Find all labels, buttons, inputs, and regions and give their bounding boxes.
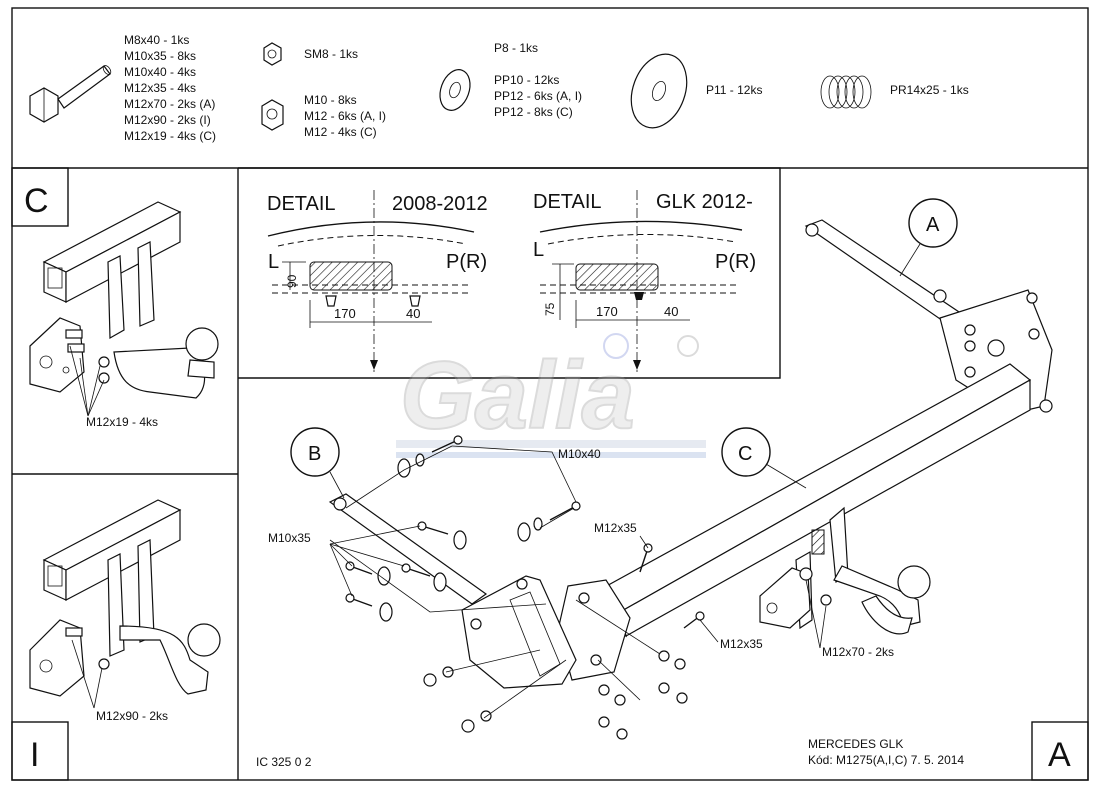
washer-p11-label: P11 - 12ks bbox=[706, 83, 762, 97]
detail-right-title: DETAIL bbox=[533, 191, 602, 213]
nut-list-item: M10 - 8ks bbox=[304, 93, 357, 107]
detail-left-height: 90 bbox=[285, 274, 299, 288]
bolt-list-item: M12x90 - 2ks (I) bbox=[124, 113, 211, 127]
label-m12x70: M12x70 - 2ks bbox=[822, 645, 894, 659]
side-arm-b bbox=[328, 493, 488, 605]
nut-icon bbox=[261, 99, 284, 131]
detail-left-dim-a: 170 bbox=[334, 306, 356, 321]
panel-i-letter: I bbox=[30, 736, 39, 774]
bolt-icon bbox=[29, 65, 112, 123]
panel-c-letter: C bbox=[24, 182, 49, 220]
vehicle-model: MERCEDES GLK bbox=[808, 737, 903, 751]
nut-group bbox=[423, 650, 688, 740]
callout-b bbox=[290, 427, 340, 477]
bolt-list-item: M12x19 - 4ks (C) bbox=[124, 129, 216, 143]
drawing-frame bbox=[11, 7, 1089, 781]
spring-washer-label: PR14x25 - 1ks bbox=[890, 83, 969, 97]
tow-ball-icon bbox=[897, 565, 931, 599]
detail-left: DETAIL 2008-2012 L P(R) 90 170 40 bbox=[267, 190, 488, 372]
detail-box bbox=[238, 167, 781, 379]
bolt-list-item: M10x40 - 4ks bbox=[124, 65, 196, 79]
large-washer-icon bbox=[630, 53, 688, 129]
washer-p8-label: P8 - 1ks bbox=[494, 41, 538, 55]
panel-i-bolt-label: M12x90 - 2ks bbox=[96, 709, 168, 723]
detail-right-dim-a: 170 bbox=[596, 304, 618, 319]
detail-right-height: 75 bbox=[543, 302, 557, 316]
detail-left-dim-b: 40 bbox=[406, 306, 420, 321]
small-nut-icon bbox=[263, 42, 282, 66]
washer-pp-item: PP12 - 8ks (C) bbox=[494, 105, 573, 119]
side-arm-a bbox=[804, 219, 969, 331]
washer-pp-item: PP12 - 6ks (A, I) bbox=[494, 89, 582, 103]
bolt-list-item: M12x70 - 2ks (A) bbox=[124, 97, 215, 111]
washer-pp-item: PP10 - 12ks bbox=[494, 73, 559, 87]
callout-a-label: A bbox=[926, 214, 940, 236]
bolt-list-item: M8x40 - 1ks bbox=[124, 33, 189, 47]
panel-a-letter: A bbox=[1048, 736, 1071, 774]
small-nut-label: SM8 - 1ks bbox=[304, 47, 358, 61]
detail-right-years: GLK 2012- bbox=[656, 191, 753, 213]
panel-a: A bbox=[1031, 721, 1089, 781]
parts-list: M8x40 - 1ks M10x35 - 8ks M10x40 - 4ks M1… bbox=[29, 33, 969, 143]
label-m10x40: M10x40 bbox=[558, 447, 601, 461]
spring-washer-icon bbox=[820, 75, 872, 109]
nut-list-item: M12 - 6ks (A, I) bbox=[304, 109, 386, 123]
panel-c: C M12x19 - 4ks bbox=[11, 167, 219, 429]
kod-label: Kód: M1275(A,I,C) 7. 5. 2014 bbox=[808, 753, 964, 767]
detail-left-years: 2008-2012 bbox=[392, 193, 488, 215]
panel-i: I M12x90 - 2ks bbox=[11, 499, 221, 781]
label-m12x35-bottom: M12x35 bbox=[720, 637, 763, 651]
detail-right-p: P(R) bbox=[715, 251, 756, 273]
label-m10x35: M10x35 bbox=[268, 531, 311, 545]
callout-a bbox=[908, 198, 958, 248]
detail-right: DETAIL GLK 2012- L P(R) 75 170 40 bbox=[533, 190, 756, 372]
galia-logo-text: Galia bbox=[400, 342, 635, 449]
callout-b-label: B bbox=[308, 443, 321, 465]
detail-left-l: L bbox=[268, 251, 279, 273]
bolt-list-item: M12x35 - 4ks bbox=[124, 81, 196, 95]
registered-mark-icon bbox=[677, 335, 699, 357]
label-m12x35-top: M12x35 bbox=[594, 521, 637, 535]
detail-left-title: DETAIL bbox=[267, 193, 336, 215]
drawing-code: IC 325 0 2 bbox=[256, 755, 312, 769]
callout-c bbox=[721, 427, 771, 477]
main-assembly: A B C M10x40 M10x35 M12x35 M12x35 M12x70… bbox=[268, 198, 1053, 740]
bolt-list-item: M10x35 - 8ks bbox=[124, 49, 196, 63]
galia-watermark: Galia bbox=[396, 333, 706, 458]
nut-list-item: M12 - 4ks (C) bbox=[304, 125, 377, 139]
washer-icon bbox=[439, 69, 471, 111]
detail-right-dim-b: 40 bbox=[664, 304, 678, 319]
detail-left-p: P(R) bbox=[446, 251, 487, 273]
assembly-lines bbox=[329, 445, 661, 719]
callout-c-label: C bbox=[738, 443, 752, 465]
panel-c-bolt-label: M12x19 - 4ks bbox=[86, 415, 158, 429]
detail-right-l: L bbox=[533, 239, 544, 261]
